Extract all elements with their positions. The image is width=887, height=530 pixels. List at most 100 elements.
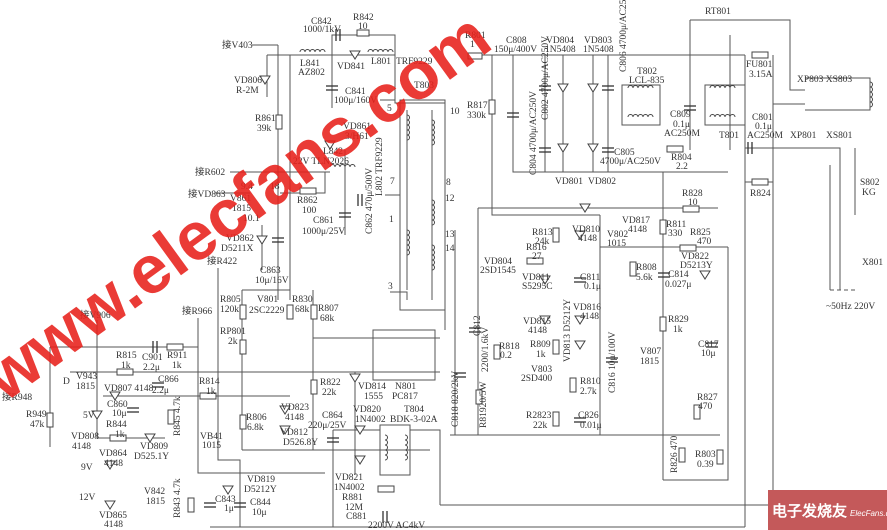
- label-components-r806-0: R806: [246, 413, 267, 423]
- label-components-l802-0: L802 TRF9229: [375, 137, 385, 196]
- label-components-c843-1: 1μ: [224, 504, 234, 514]
- capacitor-symbol: [606, 357, 618, 363]
- resistor-symbol: [526, 257, 544, 265]
- resistor-symbol: [716, 449, 724, 465]
- resistor-symbol: [488, 99, 496, 115]
- label-components-c814-0: C814: [668, 270, 689, 280]
- label-components-r815-0: R815: [116, 351, 137, 361]
- capacitor-symbol: [234, 502, 246, 508]
- inductor-coil: [329, 164, 356, 168]
- label-components-c812v-0: 2200/1.6kV: [481, 327, 491, 372]
- label-components-v803-1: 2SD400: [521, 374, 552, 384]
- label-components-vd862-1: D5211X: [221, 244, 254, 254]
- label-components-xp801-0: XP801: [790, 131, 817, 141]
- label-components-vd803-1: 1N5408: [583, 45, 614, 55]
- diode-symbol: [279, 405, 291, 415]
- label-components-r842-1: 10: [358, 22, 368, 32]
- label-components-c842-1: 1000/1kV: [303, 25, 341, 35]
- label-components-vd804b-1: 2SD1545: [480, 266, 516, 276]
- label-voltages-d: D: [63, 377, 70, 387]
- label-components-r803-0: R803: [695, 450, 716, 460]
- label-components-c801-2: AC250M: [747, 131, 783, 141]
- resistor-symbol: [475, 389, 483, 405]
- diode-symbol: [557, 143, 569, 153]
- inductor-coil: [367, 49, 394, 53]
- label-components-c863-0: C863: [260, 266, 281, 276]
- resistor-symbol: [629, 261, 637, 277]
- inductor-coil: [431, 244, 435, 271]
- label-pins-p8: 8: [446, 178, 451, 188]
- label-components-c809-0: C809: [670, 110, 691, 120]
- inductor-coil: [431, 119, 435, 146]
- wire: [805, 77, 871, 111]
- capacitor-symbol: [658, 272, 670, 278]
- resistor-symbol: [679, 244, 697, 252]
- label-components-vd815-1: 4148: [528, 326, 547, 336]
- label-components-r861-1: 39k: [257, 124, 272, 134]
- label-components-c801-0: C801: [752, 113, 773, 123]
- label-components-r801-1: 1: [470, 40, 475, 50]
- wire: [512, 55, 728, 173]
- resistor-symbol: [187, 497, 195, 513]
- label-components-r814-1: 1k: [206, 387, 216, 397]
- label-components-vd801-0: VD801: [555, 177, 583, 187]
- resistor-symbol: [659, 219, 667, 235]
- label-components-r815-1: 1k: [121, 361, 131, 371]
- resistor-symbol: [751, 51, 769, 59]
- resistor-symbol: [682, 205, 700, 213]
- label-components-c860-1: 10μ: [112, 409, 127, 419]
- inductor-coil: [299, 49, 326, 53]
- label-components-c862-0: C862 470μ/500V: [365, 168, 375, 234]
- watermark-text: www.elecfans.com: [0, 0, 504, 416]
- diode-symbol: [539, 275, 551, 285]
- diode-symbol: [259, 75, 271, 85]
- label-components-r801-0: R801: [465, 31, 486, 41]
- label-components-r844-0: R844: [106, 420, 127, 430]
- label-components-vd823-1: 4148: [285, 413, 304, 423]
- inductor-coil: [384, 434, 388, 461]
- label-components-r804-0: R804: [671, 153, 692, 163]
- label-components-v801-1: 2SC2229: [249, 306, 285, 316]
- logo-background: [768, 490, 887, 530]
- label-components-c864-1: 220μ/25V: [308, 421, 346, 431]
- logo-subtitle: ElecFans.com: [850, 509, 887, 518]
- diode-symbol: [222, 485, 234, 495]
- diode-symbol: [574, 340, 586, 350]
- label-pins-p7: 7: [390, 177, 395, 187]
- resistor-symbol: [310, 304, 318, 320]
- capacitor-symbol: [574, 277, 586, 283]
- capacitor-symbol: [326, 85, 338, 91]
- label-pins-p10: 10: [450, 107, 460, 117]
- label-components-vd817-1: 4148: [628, 225, 647, 235]
- label-components-vd810-1: 4148: [578, 234, 597, 244]
- label-connections-r948: 接R948: [2, 391, 32, 403]
- label-components-vd819-0: VD819: [247, 475, 275, 485]
- label-components-r818-1: 0.2: [500, 351, 512, 361]
- inductor-coil: [627, 85, 654, 89]
- capacitor-symbol: [574, 417, 586, 423]
- diode-symbol: [349, 50, 361, 60]
- label-components-c817-1: 10μ: [701, 349, 716, 359]
- label-components-v943-0: V943: [76, 372, 97, 382]
- label-components-c808-1: 150μ/400V: [494, 45, 537, 55]
- label-connections-r966: 接R966: [182, 305, 212, 317]
- label-components-c861-0: C861: [313, 216, 334, 226]
- resistor-symbol: [310, 379, 318, 395]
- resistor-symbol: [552, 227, 560, 243]
- label-components-v861-0: V861: [230, 194, 251, 204]
- diode-symbol: [354, 425, 366, 435]
- label-components-r826-0: R826 470: [670, 436, 680, 473]
- wire: [410, 429, 441, 505]
- label-connections-v5: 5V: [83, 411, 95, 421]
- label-components-c841-0: C841: [345, 87, 366, 97]
- label-connections-mains: ~50Hz 220V: [826, 302, 875, 312]
- resistor-symbol: [286, 304, 294, 320]
- label-components-r818-0: R818: [499, 342, 520, 352]
- label-components-r824-0: R824: [750, 189, 771, 199]
- label-components-c814-1: 0.027μ: [665, 280, 691, 290]
- label-components-r842-0: R842: [353, 13, 374, 23]
- label-connections-v9: 9V: [81, 463, 93, 473]
- label-components-c805-0: C805: [614, 148, 635, 158]
- label-components-vd821-1: 1N4002: [334, 483, 365, 493]
